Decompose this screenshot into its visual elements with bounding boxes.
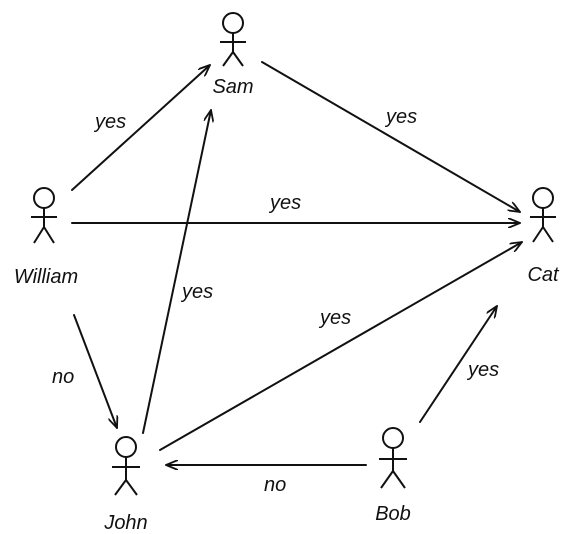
edge-label-john-sam: yes bbox=[180, 281, 213, 303]
edge-label-william-sam: yes bbox=[93, 111, 126, 133]
actor-cat: Cat bbox=[527, 187, 560, 286]
edge-label-sam-cat: yes bbox=[384, 106, 417, 128]
actor-john: John bbox=[103, 436, 148, 534]
actor-label: Sam bbox=[212, 76, 253, 98]
actor-bob: Bob bbox=[375, 427, 411, 525]
edge-label-bob-cat: yes bbox=[466, 359, 499, 381]
edge-label-john-cat: yes bbox=[318, 307, 351, 329]
actor-label: William bbox=[14, 266, 78, 288]
edge-label-william-cat: yes bbox=[268, 192, 301, 214]
edge-label-william-john: no bbox=[52, 366, 74, 388]
stick-figure-icon bbox=[112, 436, 140, 496]
edge-john-cat bbox=[159, 242, 522, 451]
stick-figure-icon bbox=[530, 187, 556, 243]
edge-sam-cat bbox=[261, 61, 520, 212]
edges bbox=[71, 61, 522, 465]
edge-william-john bbox=[73, 314, 117, 428]
stick-figure-icon bbox=[220, 12, 246, 67]
edge-william-sam bbox=[71, 65, 210, 191]
actor-label: John bbox=[103, 512, 147, 534]
actor-william: William bbox=[14, 187, 78, 288]
edge-labels: yes yes yes no yes yes no yes bbox=[52, 106, 499, 496]
stick-figure-icon bbox=[379, 427, 407, 489]
actor-label: Bob bbox=[375, 503, 411, 525]
edge-john-sam bbox=[142, 110, 211, 434]
edge-label-bob-john: no bbox=[264, 474, 286, 496]
stick-figure-icon bbox=[31, 187, 57, 244]
edge-bob-cat bbox=[419, 306, 497, 423]
actor-label: Cat bbox=[527, 264, 560, 286]
actor-sam: Sam bbox=[212, 12, 254, 98]
